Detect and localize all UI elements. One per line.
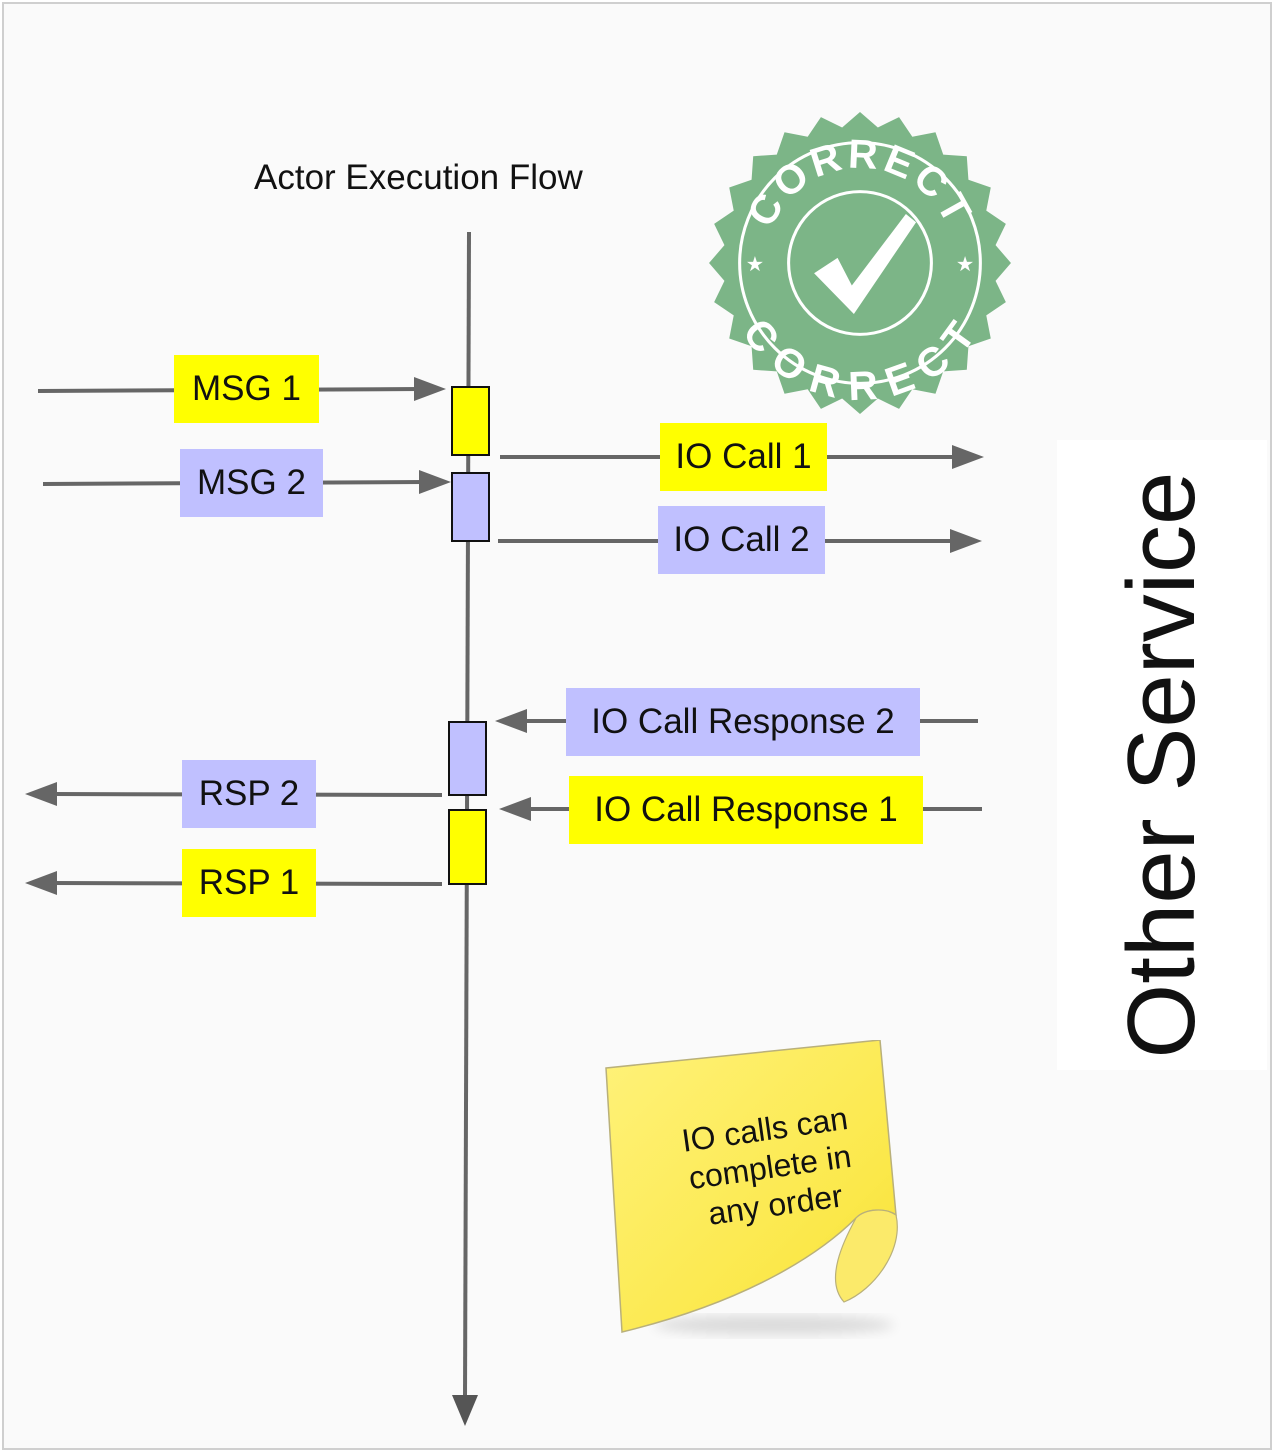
msg-1-label: MSG 1 <box>174 355 319 423</box>
msg-1-arrowhead <box>414 377 446 401</box>
rsp-2-label: RSP 2 <box>182 760 316 828</box>
activation-msg-1 <box>451 386 490 456</box>
io-response-2-label: IO Call Response 2 <box>566 688 920 756</box>
check-icon <box>814 214 917 314</box>
msg-2-arrowhead <box>419 470 451 494</box>
io-response-1-arrowhead <box>499 797 531 821</box>
io-call-2-label: IO Call 2 <box>658 506 825 574</box>
io-response-2-arrowhead <box>495 709 527 733</box>
other-service-panel <box>1057 440 1267 1070</box>
io-call-1-label: IO Call 1 <box>660 423 827 491</box>
correct-stamp: CORRECT CORRECT ★ ★ <box>709 112 1011 414</box>
activation-msg-2 <box>451 472 490 542</box>
rsp-2-arrowhead <box>25 782 57 806</box>
msg-2-label: MSG 2 <box>180 449 323 517</box>
sticky-note <box>605 1040 898 1335</box>
io-call-2-arrowhead <box>950 529 982 553</box>
rsp-1-label: RSP 1 <box>182 849 316 917</box>
star-icon-left: ★ <box>746 254 764 276</box>
stamp-badge-shape <box>709 112 1011 414</box>
io-call-1-arrowhead <box>952 445 984 469</box>
activation-response-1 <box>448 809 487 885</box>
io-response-1-label: IO Call Response 1 <box>569 776 923 844</box>
rsp-1-arrowhead <box>25 871 57 895</box>
timeline-arrowhead <box>452 1395 478 1426</box>
star-icon-right: ★ <box>956 254 974 276</box>
actor-execution-flow-title: Actor Execution Flow <box>254 158 583 197</box>
activation-response-2 <box>448 721 487 796</box>
